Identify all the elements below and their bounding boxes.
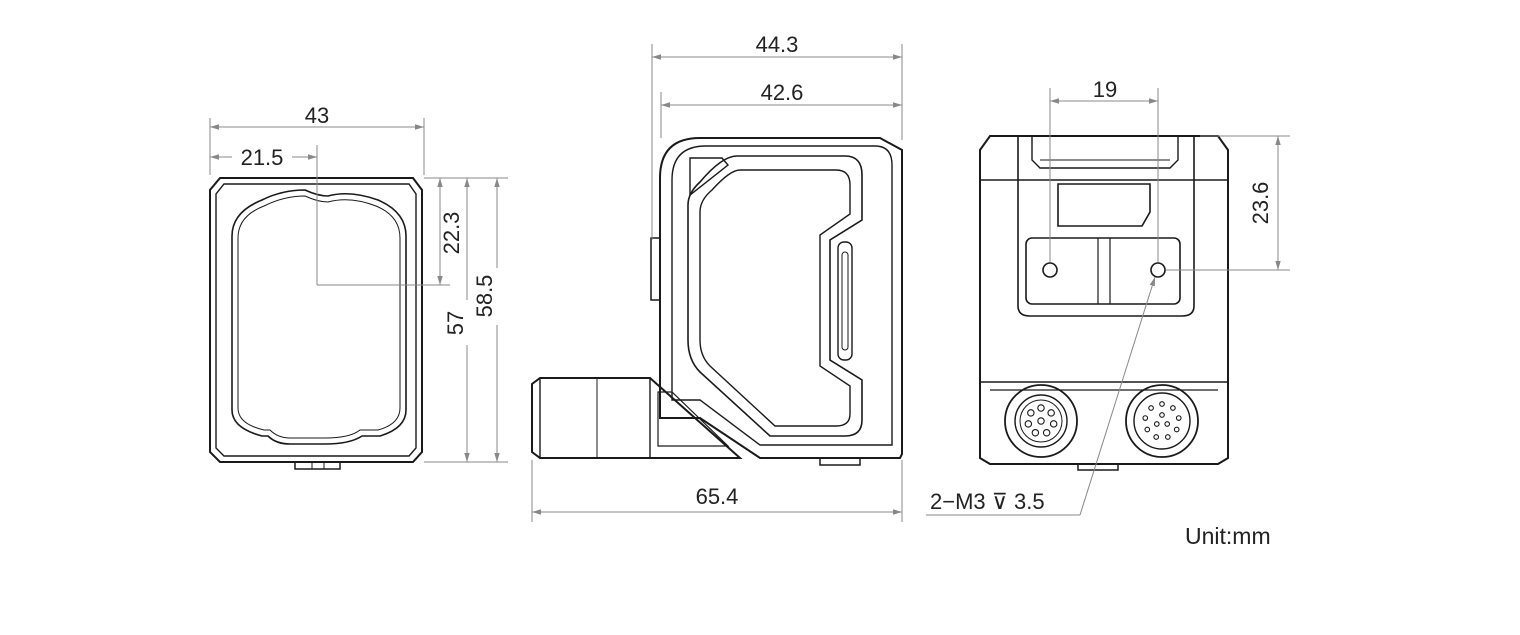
side-window-inner bbox=[699, 169, 851, 427]
connector-8pin-outer bbox=[1004, 384, 1078, 458]
side-slot bbox=[837, 241, 853, 361]
dim-rear-hole-height: 23.6 bbox=[1248, 182, 1273, 225]
side-button bbox=[650, 237, 661, 301]
connector-pin bbox=[1170, 405, 1176, 411]
connector-pin bbox=[1173, 426, 1180, 433]
dim-front-center-height: 22.3 bbox=[439, 212, 464, 255]
connector-12pin-outer bbox=[1125, 384, 1199, 458]
front-view bbox=[209, 177, 423, 470]
front-bottom-tab bbox=[294, 461, 341, 470]
m3-hole-right bbox=[1150, 262, 1166, 278]
dim-front-inner-height: 57 bbox=[443, 311, 468, 335]
connector-pin bbox=[1159, 412, 1165, 418]
front-housing-inner bbox=[215, 183, 417, 457]
side-connector-bevel bbox=[657, 391, 730, 447]
dim-front-width: 43 bbox=[305, 103, 329, 128]
dim-front-total-height: 58.5 bbox=[472, 275, 497, 318]
rear-mount-plate bbox=[1025, 237, 1181, 305]
connector-pin bbox=[1144, 426, 1151, 433]
connector-pin bbox=[1175, 415, 1182, 421]
side-bottom-tab bbox=[819, 457, 861, 466]
dim-side-body-depth: 42.6 bbox=[761, 80, 804, 105]
connector-pin bbox=[1037, 404, 1045, 412]
side-housing-outline bbox=[659, 137, 903, 459]
unit-label: Unit:mm bbox=[1185, 523, 1271, 549]
connector-pin bbox=[1049, 420, 1058, 428]
connector-pin bbox=[1153, 434, 1160, 440]
dim-front-half-width: 21.5 bbox=[241, 145, 284, 170]
connector-pin bbox=[1037, 417, 1045, 425]
dimension-lines bbox=[209, 44, 1290, 522]
rear-label-plate bbox=[1057, 183, 1151, 227]
connector-12pin-pins bbox=[1142, 401, 1182, 440]
connector-pin bbox=[1142, 415, 1149, 421]
connector-pin bbox=[1159, 401, 1165, 407]
connector-8pin-pins bbox=[1024, 404, 1058, 437]
side-view bbox=[531, 137, 903, 466]
side-housing-bevel bbox=[671, 145, 893, 446]
connector-pin bbox=[1164, 421, 1171, 427]
dim-side-depth: 44.3 bbox=[756, 32, 799, 57]
front-housing-outline bbox=[209, 177, 423, 463]
connector-pin bbox=[1042, 428, 1051, 437]
m3-hole-left bbox=[1042, 262, 1058, 278]
rear-bottom-tab bbox=[1077, 463, 1119, 471]
front-window-inner bbox=[237, 195, 401, 439]
rear-view bbox=[979, 135, 1229, 471]
connector-pin bbox=[1027, 409, 1035, 417]
thread-callout: 2−M3 ⊽ 3.5 bbox=[930, 489, 1045, 514]
connector-pin bbox=[1164, 434, 1171, 440]
rear-top-bracket bbox=[1031, 136, 1179, 169]
dim-rear-hole-spacing: 19 bbox=[1093, 77, 1117, 102]
connector-pin bbox=[1024, 420, 1033, 428]
front-window bbox=[231, 189, 407, 445]
connector-pin bbox=[1153, 421, 1160, 427]
connector-pin bbox=[1047, 409, 1055, 417]
rear-housing-outline bbox=[979, 135, 1229, 465]
rear-mount-frame bbox=[1017, 136, 1195, 317]
side-top-notch bbox=[689, 157, 730, 197]
side-window-outer bbox=[687, 155, 863, 437]
connector-pin bbox=[1148, 405, 1154, 411]
connector-pin bbox=[1031, 428, 1040, 437]
side-slot-inner bbox=[841, 251, 849, 351]
dim-side-total-length: 65.4 bbox=[696, 484, 739, 509]
side-cable-connector bbox=[531, 377, 743, 459]
